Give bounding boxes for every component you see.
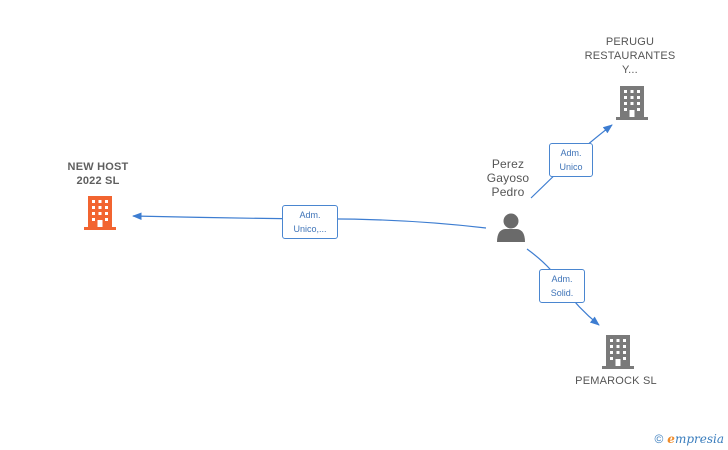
label-line: Y... [622, 64, 638, 76]
brand-initial: e [667, 432, 675, 446]
edge-label-line: Unico [559, 162, 583, 172]
edge-label-line: Adm. [299, 210, 321, 220]
label-line: Gayoso [486, 171, 530, 185]
edge-label-line: Adm. [551, 274, 573, 284]
edge-label-pemarock: Adm. Solid. [539, 269, 585, 303]
label-line: Perez [491, 157, 525, 171]
company-label-pemarock[interactable]: PEMAROCK SL [561, 374, 671, 388]
empresia-watermark: ©empresia [654, 432, 724, 446]
building-icon[interactable] [602, 335, 634, 369]
label-line: 2022 SL [76, 175, 120, 187]
label-line: PERUGU [605, 36, 655, 48]
edge-label-line: Adm. [560, 148, 582, 158]
label-line: Pedro [491, 185, 525, 199]
edge-label-perugu: Adm. Unico [549, 143, 593, 177]
label-line: RESTAURANTES [584, 50, 676, 62]
edge-label-line: Solid. [550, 288, 574, 298]
label-line: NEW HOST [67, 161, 129, 173]
person-icon[interactable] [497, 213, 525, 243]
person-label[interactable]: Perez Gayoso Pedro [478, 157, 538, 199]
company-label-new-host[interactable]: NEW HOST 2022 SL [48, 160, 148, 188]
copyright-symbol: © [654, 432, 664, 446]
edge-label-new-host: Adm. Unico,... [282, 205, 338, 239]
company-label-perugu[interactable]: PERUGU RESTAURANTES Y... [575, 35, 685, 77]
label-line: PEMAROCK SL [575, 375, 657, 387]
building-icon[interactable] [84, 196, 116, 230]
brand-name: mpresia [674, 432, 724, 446]
building-icon[interactable] [616, 86, 648, 120]
edge-label-line: Unico,... [293, 224, 327, 234]
